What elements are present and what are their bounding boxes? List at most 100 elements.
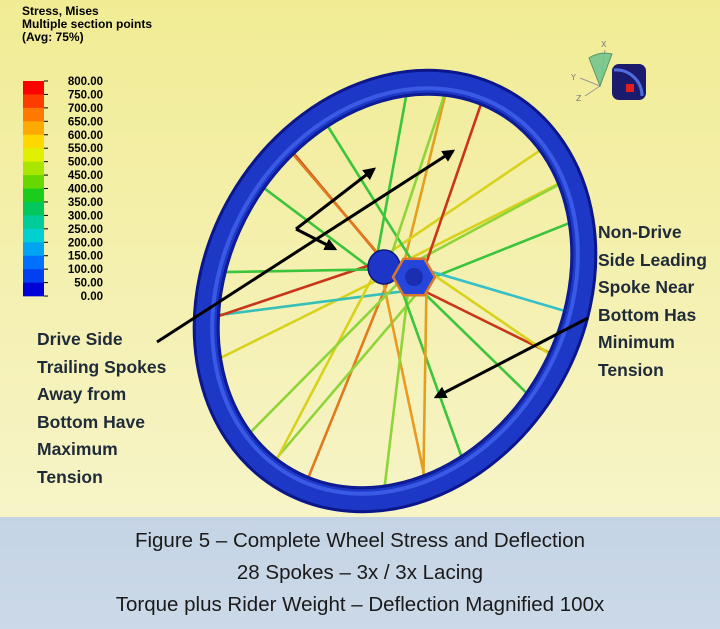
- hub: [367, 249, 437, 297]
- colorbar-band: [23, 282, 44, 297]
- drive-side-arrow-long: [156, 149, 456, 344]
- legend-title: Stress, Mises: [22, 4, 99, 18]
- legend-subtitle: Multiple section points: [22, 17, 152, 31]
- colorbar-band: [23, 134, 44, 149]
- annotation-line: Trailing Spokes: [37, 356, 167, 377]
- stress-legend: Stress, Mises Multiple section points (A…: [22, 4, 152, 303]
- drive-side-arrow-upper: [295, 167, 376, 231]
- colorbar-label: 800.00: [68, 76, 103, 88]
- spoke: [249, 278, 403, 434]
- non-drive-side-arrow: [433, 316, 589, 399]
- spoke: [274, 283, 426, 461]
- annotation-line: Maximum: [37, 439, 118, 459]
- spoke: [388, 93, 446, 262]
- colorbar-band: [23, 148, 44, 162]
- orientation-triad: X Y Z: [570, 40, 646, 103]
- triad-y-axis: [579, 77, 601, 87]
- colorbar-label: 600.00: [68, 130, 103, 142]
- spoke: [377, 149, 542, 262]
- triad-red-marker: [626, 84, 634, 92]
- colorbar-label: 150.00: [68, 251, 103, 263]
- triad-z-axis: [584, 85, 601, 97]
- spoke: [275, 269, 378, 461]
- colorbar-band: [23, 269, 44, 283]
- colorbar-band: [23, 188, 44, 203]
- drive-side-annotation: Drive Side Trailing Spokes Away from Bot…: [37, 326, 166, 491]
- colorbar-label: 100.00: [68, 264, 103, 276]
- annotation-line: Bottom Has: [598, 304, 697, 325]
- triad-blue-block: [612, 64, 646, 100]
- colorbar-band: [23, 201, 44, 216]
- colorbar-label: 650.00: [68, 116, 103, 128]
- caption-line-3: Torque plus Rider Weight – Deflection Ma…: [115, 593, 605, 616]
- fea-wheel-figure: Stress, Mises Multiple section points (A…: [0, 0, 720, 517]
- annotation-arrows: [156, 149, 589, 399]
- drive-side-arrow-lower: [295, 227, 338, 251]
- spoke: [399, 93, 447, 276]
- colorbar-label: 0.00: [81, 291, 103, 303]
- colorbar-band: [23, 107, 44, 122]
- caption-line-2: 28 Spokes – 3x / 3x Lacing: [236, 561, 484, 584]
- colorbar-label: 250.00: [68, 224, 103, 236]
- spoke: [425, 221, 571, 282]
- colorbar-label: 300.00: [68, 210, 103, 222]
- spoke: [422, 272, 429, 478]
- spoke: [422, 103, 483, 271]
- annotation-line: Non-Drive: [598, 222, 682, 242]
- colorbar-band: [23, 94, 44, 109]
- colorbar-label: 350.00: [68, 197, 103, 209]
- spoke: [391, 182, 560, 269]
- colorbar-band: [23, 161, 44, 176]
- annotation-line: Tension: [598, 359, 664, 380]
- spoke: [373, 94, 408, 269]
- rim-inner-edge: [217, 93, 573, 489]
- annotation-line: Away from: [37, 384, 127, 404]
- colorbar-label: 50.00: [74, 278, 103, 290]
- colorbar-band: [23, 215, 44, 230]
- spoke: [383, 287, 410, 488]
- annotation-line: Tension: [37, 466, 103, 487]
- colorbar-label: 400.00: [68, 184, 103, 196]
- figure-caption: Figure 5 – Complete Wheel Stress and Def…: [0, 517, 720, 629]
- triad-x-label: X: [601, 40, 607, 49]
- spoke: [380, 274, 426, 478]
- colorbar-label: 450.00: [68, 170, 103, 182]
- spoke: [219, 274, 388, 360]
- colorbar-label: 750.00: [68, 89, 103, 101]
- colorbar-label: 700.00: [68, 103, 103, 115]
- triad-blue-arc: [613, 68, 644, 97]
- annotation-line: Side Leading: [598, 249, 707, 270]
- colorbar-label: 500.00: [68, 157, 103, 169]
- caption-line-1: Figure 5 – Complete Wheel Stress and Def…: [134, 529, 586, 552]
- rim-highlight: [210, 86, 580, 496]
- spoke: [217, 288, 416, 317]
- triad-y-label: Y: [570, 73, 576, 82]
- spoke: [291, 152, 384, 260]
- hub-axle: [405, 268, 423, 286]
- colorbar-label: 550.00: [68, 143, 103, 155]
- spoke: [217, 261, 378, 318]
- wheel-rim: [192, 68, 598, 514]
- colorbar-band: [23, 121, 44, 136]
- annotation-line: Drive Side: [37, 329, 123, 349]
- spokes-group: [217, 93, 571, 488]
- annotation-line: Bottom Have: [37, 411, 145, 432]
- legend-averaging: (Avg: 75%): [22, 30, 84, 44]
- annotation-line: Spoke Near: [598, 277, 695, 297]
- spoke: [407, 183, 561, 267]
- colorbar-band: [23, 255, 44, 270]
- colorbar-band: [23, 228, 44, 243]
- spoke: [326, 124, 416, 266]
- triad-z-label: Z: [576, 94, 582, 103]
- colorbar-band: [23, 81, 44, 95]
- colorbar-band: [23, 242, 44, 257]
- spoke: [307, 269, 394, 479]
- non-drive-side-annotation: Non-Drive Side Leading Spoke Near Bottom…: [598, 219, 707, 384]
- triad-green-plane: [588, 52, 613, 88]
- spoke: [262, 186, 380, 276]
- colorbar-band: [23, 175, 44, 189]
- colorbar-label: 200.00: [68, 237, 103, 249]
- rim-body: [195, 71, 595, 511]
